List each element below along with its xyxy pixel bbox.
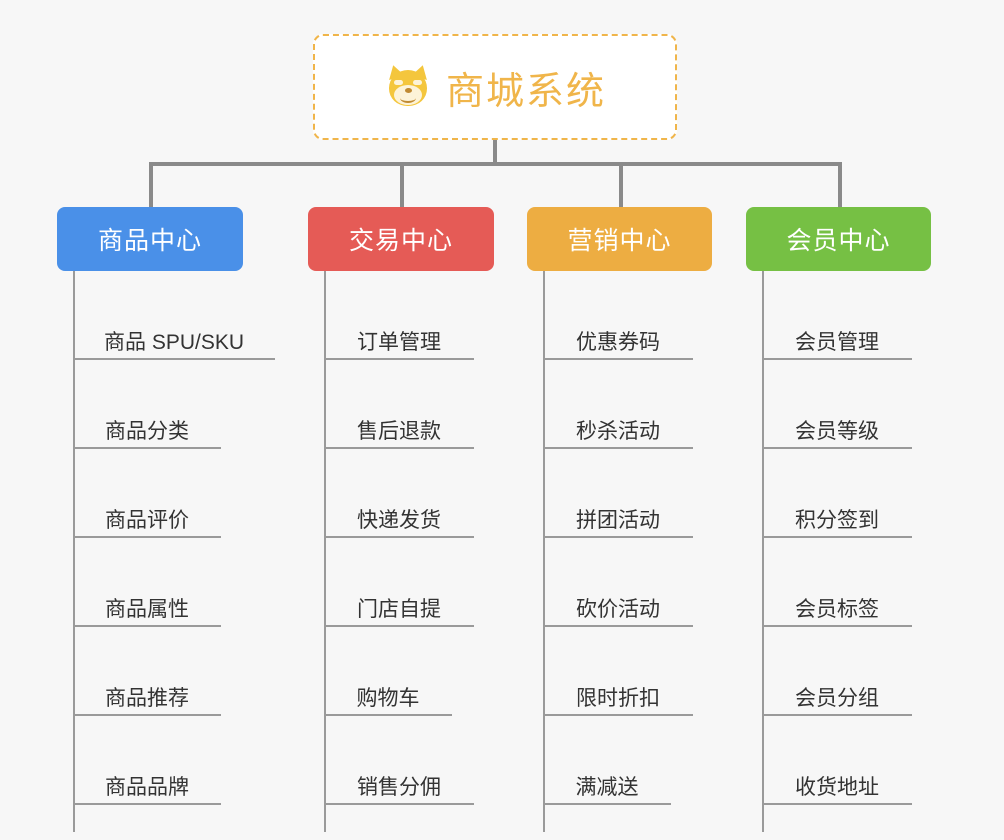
leaf-underline: [762, 358, 912, 360]
leaf-underline: [73, 803, 221, 805]
category-label-3: 营销中心: [567, 227, 672, 255]
leaf-label: 商品评价: [105, 509, 189, 532]
leaf-underline: [73, 714, 221, 716]
leaf-label: 商品 SPU/SKU: [103, 331, 245, 354]
leaf-underline: [543, 447, 693, 449]
category-header-4[interactable]: 会员中心: [746, 207, 931, 271]
leaf-underline: [762, 447, 912, 449]
leaf-underline: [762, 536, 912, 538]
drop-connector-4: [838, 162, 842, 209]
leaf-underline: [543, 536, 693, 538]
leaf-label: 秒杀活动: [576, 420, 660, 443]
leaf-underline: [324, 358, 474, 360]
leaf-underline: [324, 536, 474, 538]
leaf-underline: [324, 447, 474, 449]
category-header-1[interactable]: 商品中心: [57, 207, 243, 271]
category-header-2[interactable]: 交易中心: [308, 207, 494, 271]
leaf-underline: [73, 536, 221, 538]
leaf-underline: [543, 358, 693, 360]
leaf-label: 拼团活动: [576, 509, 660, 532]
category-label-4: 会员中心: [786, 227, 891, 255]
root-trunk-connector: [493, 140, 497, 165]
category-header-3[interactable]: 营销中心: [527, 207, 712, 271]
leaf-underline: [73, 625, 221, 627]
leaf-underline: [73, 358, 275, 360]
leaf-underline: [543, 625, 693, 627]
shiba-dog-face-icon: [384, 63, 432, 111]
leaf-underline: [762, 803, 912, 805]
category-label-1: 商品中心: [97, 227, 202, 255]
leaf-label: 商品品牌: [105, 776, 189, 799]
drop-connector-3: [619, 162, 623, 209]
category-label-2: 交易中心: [348, 227, 453, 255]
leaf-label: 优惠券码: [576, 331, 660, 354]
leaf-label: 会员等级: [795, 420, 879, 443]
leaf-label: 购物车: [356, 687, 420, 710]
leaf-label: 商品属性: [105, 598, 189, 621]
branch-spine-4: [762, 271, 764, 832]
leaf-underline: [543, 803, 671, 805]
leaf-label: 订单管理: [357, 331, 441, 354]
leaf-underline: [543, 714, 693, 716]
leaf-label: 砍价活动: [576, 598, 660, 621]
leaf-label: 满减送: [575, 776, 639, 799]
leaf-label: 会员分组: [795, 687, 879, 710]
leaf-label: 收货地址: [795, 776, 879, 799]
leaf-label: 售后退款: [357, 420, 441, 443]
leaf-label: 销售分佣: [357, 776, 441, 799]
leaf-label: 商品分类: [105, 420, 189, 443]
leaf-underline: [324, 714, 452, 716]
branch-spine-2: [324, 271, 326, 832]
branch-spine-3: [543, 271, 545, 832]
leaf-label: 积分签到: [795, 509, 879, 532]
leaf-underline: [762, 714, 912, 716]
leaf-label: 会员管理: [795, 331, 879, 354]
leaf-label: 快递发货: [357, 509, 441, 532]
branch-spine-1: [73, 271, 75, 832]
leaf-underline: [73, 447, 221, 449]
leaf-underline: [324, 803, 474, 805]
leaf-underline: [762, 625, 912, 627]
leaf-label: 限时折扣: [576, 687, 660, 710]
leaf-underline: [324, 625, 474, 627]
leaf-label: 商品推荐: [105, 687, 189, 710]
horizontal-bus-connector: [149, 162, 842, 166]
root-title: 商城系统: [445, 70, 606, 113]
leaf-label: 会员标签: [795, 598, 879, 621]
drop-connector-1: [149, 162, 153, 209]
root-node[interactable]: 商城系统: [313, 34, 677, 140]
leaf-label: 门店自提: [357, 598, 441, 621]
drop-connector-2: [400, 162, 404, 209]
